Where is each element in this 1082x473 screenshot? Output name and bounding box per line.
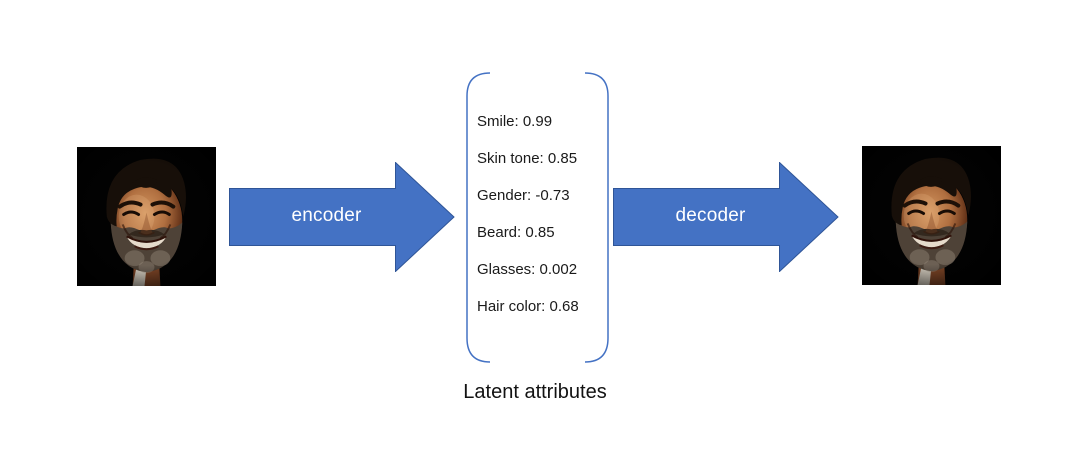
latent-attribute-gender: Gender: -0.73 (477, 187, 570, 204)
smiling-man-portrait (77, 147, 216, 286)
encoder-label: encoder (291, 204, 362, 226)
input-face-image (77, 147, 216, 286)
latent-bracket-shape (466, 72, 609, 363)
latent-attribute-smile: Smile: 0.99 (477, 113, 553, 130)
latent-attribute-glasses: Glasses: 0.002 (477, 261, 578, 278)
encoder-arrow: encoder (229, 162, 455, 272)
latent-attribute-hair-color: Hair color: 0.68 (477, 298, 579, 315)
latent-attributes-list: Smile: 0.99 Skin tone: 0.85 Gender: -0.7… (477, 103, 602, 325)
decoder-label: decoder (675, 204, 746, 226)
decoder-arrow: decoder (613, 162, 839, 272)
latent-attribute-beard: Beard: 0.85 (477, 224, 555, 241)
output-face-image (862, 146, 1001, 285)
smiling-man-portrait (862, 146, 1001, 285)
right-arrow-shape (613, 162, 839, 272)
right-arrow-shape (229, 162, 455, 272)
latent-attributes-caption: Latent attributes (463, 381, 607, 403)
latent-attribute-skin-tone: Skin tone: 0.85 (477, 150, 578, 167)
